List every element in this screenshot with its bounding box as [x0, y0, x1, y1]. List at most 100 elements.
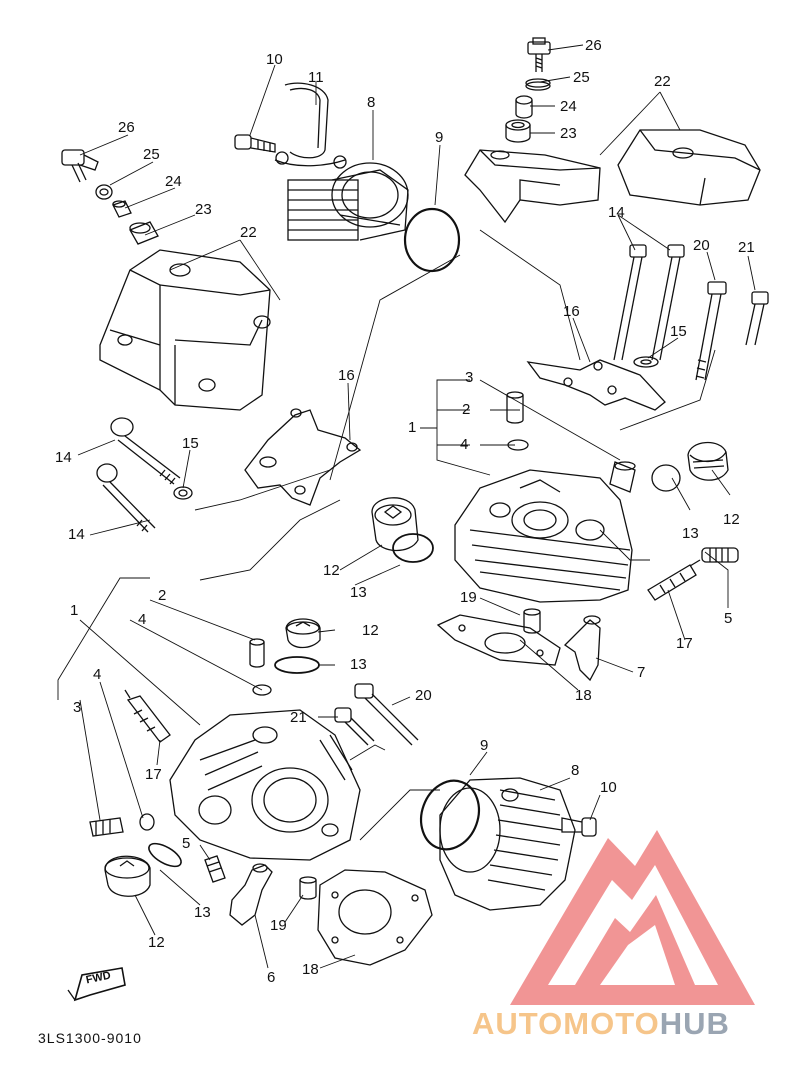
o-ring-13-center — [392, 533, 434, 563]
gasket-9-top — [403, 207, 461, 273]
stud-bolts-14-right — [613, 244, 685, 361]
washer-15-left — [173, 486, 193, 500]
cover-bolt-26-left — [61, 149, 99, 183]
spring-washer-25-left — [95, 184, 113, 200]
fwd-arrow — [67, 967, 126, 1002]
watermark-text-auto: AUTOMOTO — [472, 1006, 660, 1041]
stud-bolt-14-left-lower — [96, 463, 156, 533]
callout-19-right: 19 — [460, 589, 477, 606]
pipe-7-right — [563, 615, 601, 682]
callout-4-right: 4 — [460, 436, 469, 453]
callout-2-right: 2 — [462, 401, 471, 418]
callout-10-top: 10 — [266, 51, 283, 68]
stud-5-left — [204, 855, 226, 883]
gasket-9-bottom — [419, 779, 481, 851]
spark-plug-17-left — [124, 689, 171, 743]
valve-lifter-2-left — [249, 638, 265, 668]
dowel-19-left — [299, 876, 317, 900]
callout-5-left: 5 — [182, 835, 191, 852]
callout-24-left: 24 — [165, 173, 182, 190]
o-ring-13-left-lower — [148, 842, 182, 868]
callout-26-top: 26 — [585, 37, 602, 54]
cap-12-right — [687, 441, 729, 481]
head-cover-22-top-right — [617, 129, 761, 206]
callout-14-left-lower: 14 — [68, 526, 85, 543]
callout-26-left: 26 — [118, 119, 135, 136]
circlip-4-left-upper — [252, 684, 272, 696]
head-gasket-18-left — [317, 869, 433, 966]
callout-12-right: 12 — [723, 511, 740, 528]
callout-20-left: 20 — [415, 687, 432, 704]
callout-17-right: 17 — [676, 635, 693, 652]
stud-5-right — [701, 547, 739, 563]
bolt-20-right — [695, 281, 727, 381]
callout-15-left: 15 — [182, 435, 199, 452]
callout-11: 11 — [308, 69, 324, 86]
callout-18-left: 18 — [302, 961, 319, 978]
callout-25-left: 25 — [143, 146, 160, 163]
callout-22-left: 22 — [240, 224, 257, 241]
callout-13-left-upper: 13 — [350, 656, 367, 673]
callout-8-bottom: 8 — [571, 762, 580, 779]
callout-12-center: 12 — [323, 562, 340, 579]
cap-12-left-lower — [104, 855, 151, 897]
head-cover-22-left — [99, 249, 271, 411]
callout-8-top: 8 — [367, 94, 376, 111]
callout-13-center: 13 — [350, 584, 367, 601]
head-gasket-18-right — [436, 614, 561, 666]
callout-10-bottom: 10 — [600, 779, 617, 796]
callout-14-right: 14 — [608, 204, 625, 221]
bolt-20-left — [354, 683, 419, 746]
callout-19-left: 19 — [270, 917, 287, 934]
callout-17-left: 17 — [145, 766, 162, 783]
callout-15-right: 15 — [670, 323, 687, 340]
bolt-21-right — [745, 291, 769, 346]
cylinder-8-top — [287, 162, 409, 241]
cap-12-center — [371, 497, 419, 552]
cover-bolt-26-top — [527, 37, 551, 72]
callout-2-left: 2 — [158, 587, 167, 604]
valve-guide-3-left — [89, 817, 124, 837]
valve-lifter-2-right — [506, 391, 524, 424]
o-ring-13-left-upper — [274, 656, 320, 674]
callout-4-left-upper: 4 — [138, 611, 147, 628]
watermark-text: AUTOMOTOHUB — [472, 1006, 730, 1042]
callout-23-left: 23 — [195, 201, 212, 218]
oil-pipe-11 — [274, 82, 347, 169]
valve-guide-3-right — [609, 461, 636, 493]
collar-24-top — [515, 95, 533, 119]
callout-5-right: 5 — [724, 610, 733, 627]
bolt-10-bottom — [561, 817, 597, 837]
callout-3-right: 3 — [465, 369, 474, 386]
callout-25-top: 25 — [573, 69, 590, 86]
rocker-plate-16-right — [526, 359, 666, 411]
washer-15-right — [633, 356, 659, 368]
callout-1-left: 1 — [70, 602, 79, 619]
grommet-23-top — [505, 119, 531, 143]
callout-13-right: 13 — [682, 525, 699, 542]
callout-18-right: 18 — [575, 687, 592, 704]
callout-9-top: 9 — [435, 129, 444, 146]
callout-3-left: 3 — [73, 699, 82, 716]
callout-20-right: 20 — [693, 237, 710, 254]
spark-plug-17-right — [647, 559, 701, 601]
grommet-23-left — [129, 221, 159, 245]
callout-9-bottom: 9 — [480, 737, 489, 754]
collar-24-left — [112, 200, 132, 218]
callout-6: 6 — [267, 969, 276, 986]
bolt-21-left — [334, 707, 375, 746]
watermark-logo — [510, 830, 755, 1005]
callout-21-right: 21 — [738, 239, 755, 256]
callout-4-left: 4 — [93, 666, 102, 683]
callout-12-left-upper: 12 — [362, 622, 379, 639]
callout-23-top: 23 — [560, 125, 577, 142]
callout-12-left-lower: 12 — [148, 934, 165, 951]
callout-7: 7 — [637, 664, 646, 681]
callout-13-left-lower: 13 — [194, 904, 211, 921]
callout-16-left: 16 — [338, 367, 355, 384]
circlip-4-right — [507, 439, 529, 451]
leader-lines — [57, 44, 756, 969]
diagram-code: 3LS1300-9010 — [38, 1030, 142, 1046]
cylinder-8-bottom — [439, 777, 576, 911]
